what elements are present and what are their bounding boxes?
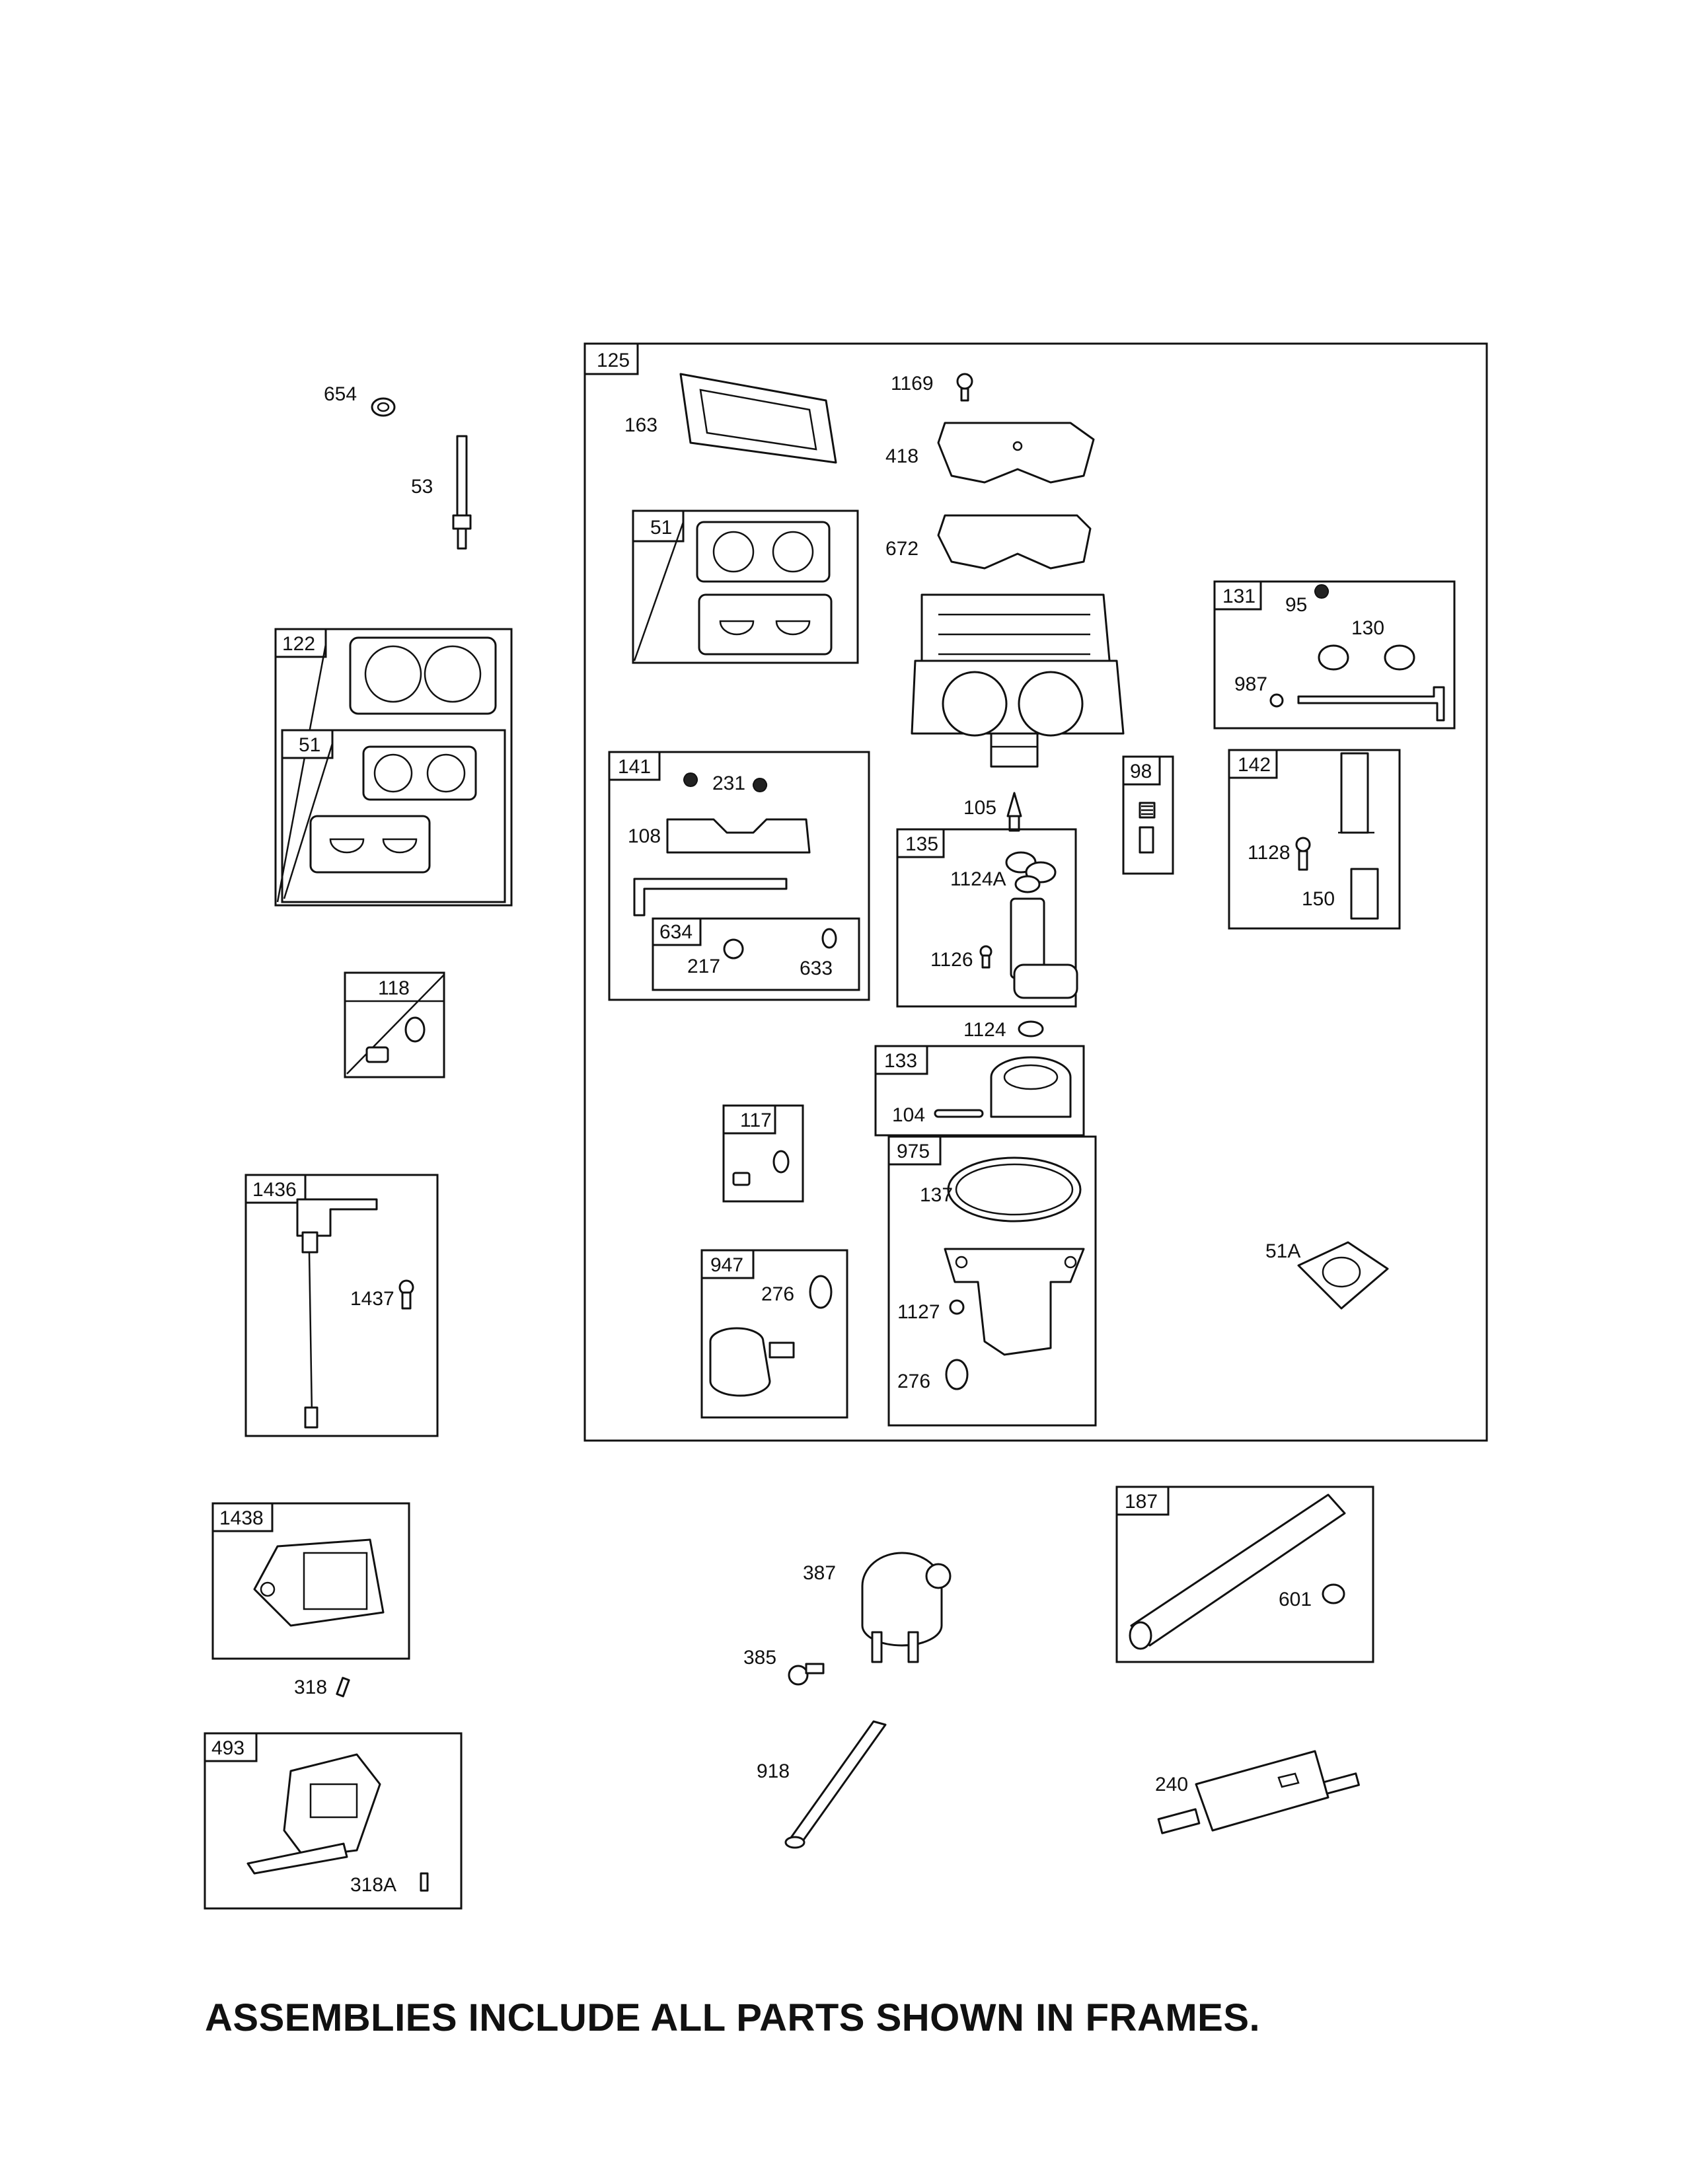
- part-label-1128: 1128: [1248, 842, 1291, 864]
- frame-117-tag: 117: [740, 1110, 772, 1131]
- frame-131: 131: [1213, 580, 1456, 730]
- frame-141-tag: 141: [618, 756, 651, 778]
- frame-493-tag: 493: [211, 1737, 244, 1759]
- gasket-1124-icon: [1018, 1020, 1044, 1037]
- frame-187-tag: 187: [1125, 1491, 1158, 1513]
- part-label-95: 95: [1285, 594, 1307, 616]
- frame-142: 142: [1228, 749, 1401, 930]
- frame-51-lower: 51: [281, 729, 506, 903]
- frame-122: 122: [274, 628, 513, 907]
- tube-918-icon: [784, 1720, 887, 1849]
- part-label-240: 240: [1155, 1774, 1188, 1795]
- frame-51-upper: 51: [632, 509, 859, 664]
- carburetor-body-icon: [911, 593, 1125, 768]
- screw-318A-icon: [420, 1872, 429, 1892]
- part-label-601: 601: [1279, 1589, 1312, 1610]
- frame-1438-tag: 1438: [219, 1507, 264, 1529]
- needle-105-icon: [1006, 792, 1022, 832]
- part-label-51A: 51A: [1265, 1240, 1300, 1262]
- frame-634-tag: 634: [659, 921, 693, 943]
- plate-418-icon: [937, 422, 1095, 484]
- part-label-987: 987: [1234, 673, 1267, 695]
- frame-51-upper-tag: 51: [650, 517, 672, 539]
- part-label-163: 163: [624, 414, 657, 436]
- frame-125: 125: [583, 342, 1488, 1442]
- frame-141: 141: [608, 751, 870, 1001]
- part-label-150: 150: [1302, 888, 1335, 910]
- part-label-387: 387: [803, 1562, 836, 1584]
- part-label-418: 418: [885, 445, 918, 467]
- frame-117: 117: [722, 1104, 804, 1203]
- gasket-51A-icon: [1297, 1241, 1389, 1310]
- part-label-672: 672: [885, 538, 918, 560]
- frame-118-tag: 118: [378, 977, 410, 999]
- screw-385-icon: [788, 1663, 825, 1686]
- frame-1436: 1436: [244, 1174, 439, 1437]
- nut-654-icon: [371, 397, 396, 417]
- frame-51-lower-tag: 51: [299, 734, 320, 756]
- part-label-654: 654: [324, 383, 357, 405]
- stud-53-icon: [452, 435, 472, 550]
- frame-125-tag: 125: [597, 350, 630, 371]
- part-label-633: 633: [800, 958, 833, 979]
- part-label-1124: 1124: [963, 1019, 1006, 1041]
- frame-122-tag: 122: [282, 633, 315, 655]
- frame-133: 133: [874, 1045, 1085, 1137]
- gasket-163-icon: [679, 373, 837, 464]
- part-label-137: 137: [920, 1184, 953, 1206]
- frame-975: 975: [887, 1135, 1097, 1427]
- screw-1169-icon: [956, 373, 973, 402]
- frame-98-tag: 98: [1130, 761, 1152, 782]
- part-label-104: 104: [892, 1104, 925, 1126]
- part-label-130: 130: [1351, 617, 1384, 639]
- frame-135-tag: 135: [905, 833, 938, 855]
- frame-187: 187: [1115, 1486, 1374, 1663]
- frame-118: 118: [344, 971, 445, 1078]
- screw-318-icon: [336, 1676, 350, 1698]
- frame-135: 135: [896, 828, 1078, 1008]
- part-label-1126: 1126: [930, 949, 973, 971]
- frame-947: 947: [700, 1249, 848, 1419]
- part-label-385: 385: [743, 1647, 776, 1669]
- part-label-108: 108: [628, 825, 661, 847]
- fuel-filter-240-icon: [1157, 1750, 1360, 1834]
- frame-975-tag: 975: [897, 1141, 930, 1162]
- part-label-318A: 318A: [350, 1874, 396, 1896]
- frame-142-tag: 142: [1238, 754, 1271, 776]
- part-label-1437: 1437: [350, 1288, 394, 1310]
- frame-133-tag: 133: [884, 1050, 917, 1072]
- part-label-1124A: 1124A: [950, 868, 1006, 890]
- part-label-105: 105: [963, 797, 996, 819]
- part-label-53: 53: [411, 476, 433, 498]
- frame-493: 493: [204, 1732, 463, 1910]
- fuel-pump-387-icon: [861, 1552, 952, 1663]
- frame-947-tag: 947: [710, 1254, 743, 1276]
- part-label-231: 231: [712, 772, 745, 794]
- part-label-918: 918: [757, 1760, 790, 1782]
- frame-131-tag: 131: [1222, 585, 1255, 607]
- frame-1436-tag: 1436: [252, 1179, 297, 1201]
- frame-1438: 1438: [211, 1502, 410, 1660]
- part-label-217: 217: [687, 956, 720, 977]
- part-label-318: 318: [294, 1676, 327, 1698]
- gasket-672-icon: [937, 514, 1092, 570]
- part-label-276-lower: 276: [897, 1371, 930, 1392]
- assemblies-note: ASSEMBLIES INCLUDE ALL PARTS SHOWN IN FR…: [205, 1996, 1261, 2039]
- part-label-276-upper: 276: [761, 1283, 794, 1305]
- part-label-1127: 1127: [897, 1301, 940, 1323]
- part-label-1169: 1169: [891, 373, 934, 395]
- frame-98: 98: [1122, 755, 1174, 875]
- frame-634: 634: [652, 917, 860, 991]
